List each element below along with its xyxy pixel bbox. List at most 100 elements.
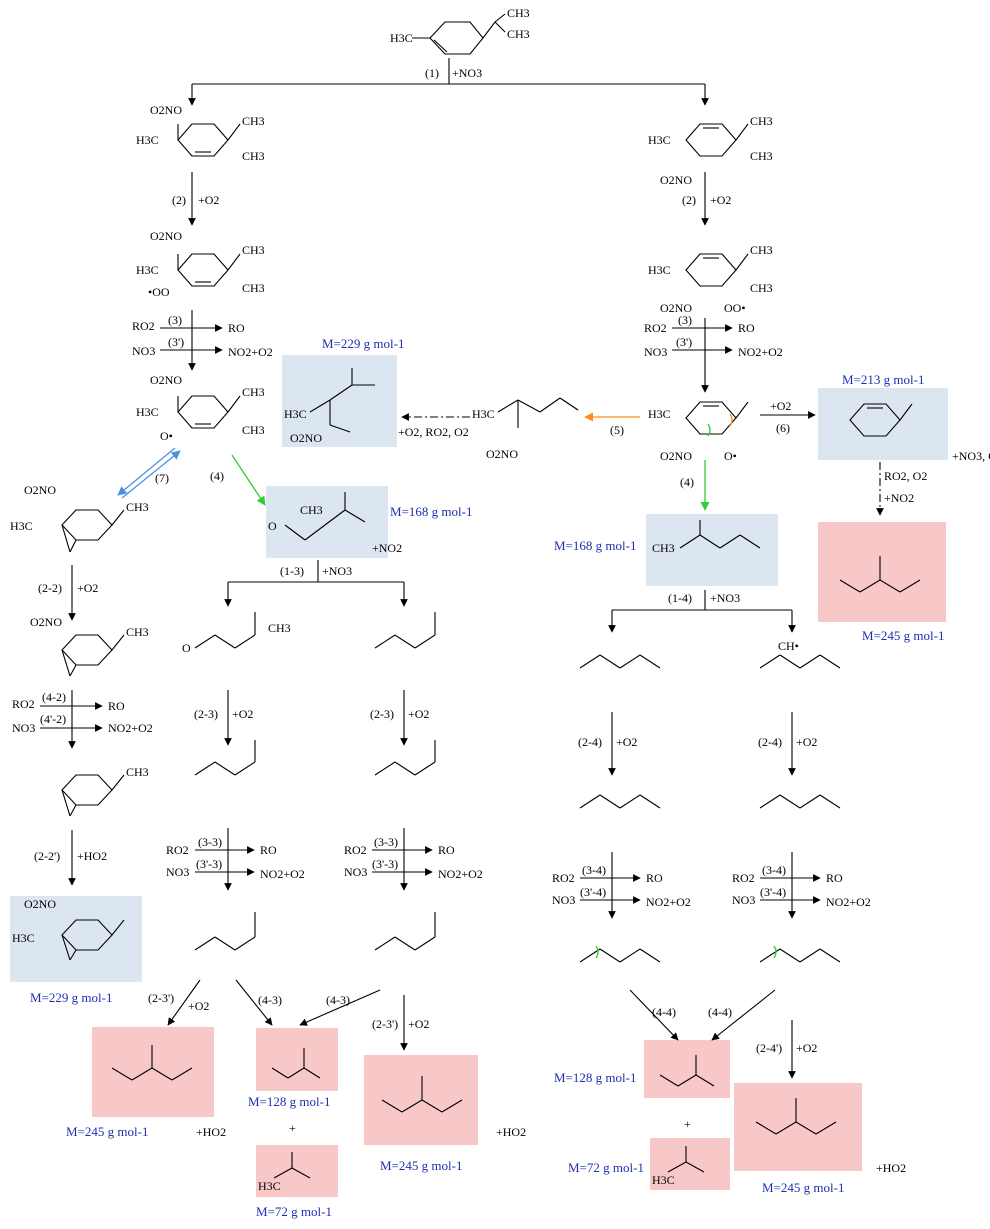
step-label: (6) xyxy=(776,421,790,435)
reagent: RO xyxy=(826,871,843,885)
atom: CH3 xyxy=(750,149,773,163)
step-label: (4-2) xyxy=(42,690,66,704)
molecule-left-peroxy xyxy=(177,253,241,287)
reagent: +NO3 xyxy=(452,66,482,80)
atom: CH3 xyxy=(750,114,773,128)
reagent: +NO2 xyxy=(372,541,402,555)
step-label: (4) xyxy=(680,475,694,489)
atom: H3C xyxy=(136,263,159,277)
reagent: RO2 xyxy=(344,843,367,857)
atom: O2NO xyxy=(24,897,56,911)
step-label: (3-4) xyxy=(762,863,786,877)
atom: O• xyxy=(724,449,737,463)
box-m245-bottom-left xyxy=(92,1027,214,1117)
atom: O2NO xyxy=(660,449,692,463)
mass-label: M=128 g mol-1 xyxy=(554,1070,636,1085)
reagent: RO xyxy=(438,843,455,857)
molecule-right-radical xyxy=(685,123,749,157)
reagent: +O2 xyxy=(198,193,219,207)
atom: CH3 xyxy=(268,621,291,635)
molecule-m245-right-top xyxy=(839,556,921,593)
molecule-m128-right xyxy=(659,1055,715,1087)
atom: O xyxy=(182,641,191,655)
box-m168-left xyxy=(266,486,388,558)
reagent: RO2, O2 xyxy=(884,469,927,483)
molecule-1-4-left-alkoxy xyxy=(579,945,661,963)
molecule-1-3-left-alkoxy xyxy=(194,912,256,951)
reagent: RO xyxy=(108,699,125,713)
atom: H3C xyxy=(472,407,495,421)
molecule-1-3-right-peroxy xyxy=(374,740,436,776)
atom: CH3 xyxy=(242,423,265,437)
molecule-m168-left xyxy=(284,492,366,541)
molecule-right-peroxy xyxy=(685,253,749,287)
molecule-1-4-right-radical xyxy=(759,654,841,669)
step-label: (1) xyxy=(425,66,439,80)
box-m245-right-top xyxy=(818,522,946,622)
arrow-step4-left xyxy=(231,454,266,506)
atom: O• xyxy=(160,429,173,443)
molecule-m229-bottom xyxy=(61,919,125,961)
atom: O2NO xyxy=(150,103,182,117)
molecule-m229-top xyxy=(309,368,375,433)
atom: H3C xyxy=(10,519,33,533)
atom: O2NO xyxy=(486,447,518,461)
reagent: +NO3 xyxy=(710,591,740,605)
step-label: (1-4) xyxy=(668,591,692,605)
atom: CH3 xyxy=(242,281,265,295)
molecule-left-radical xyxy=(177,123,241,157)
atom: H3C xyxy=(258,1179,281,1193)
mass-label: M=229 g mol-1 xyxy=(322,336,404,351)
atom: CH3 xyxy=(242,243,265,257)
reagent: NO2+O2 xyxy=(108,721,153,735)
atom: H3C xyxy=(652,1173,675,1187)
step-label: (2-3') xyxy=(372,1017,398,1031)
reagent: NO2+O2 xyxy=(738,345,783,359)
atom: CH3 xyxy=(507,6,530,20)
molecule-1-3-left-radical xyxy=(194,612,256,649)
reagent: RO2 xyxy=(552,871,575,885)
mass-label: M=229 g mol-1 xyxy=(30,990,112,1005)
box-m229-bottom-left xyxy=(10,896,142,982)
reagent: NO3 xyxy=(12,721,35,735)
box-m245-bottom-right xyxy=(734,1083,862,1171)
atom: CH3 xyxy=(126,625,149,639)
atom: O2NO xyxy=(150,373,182,387)
reagent: NO3 xyxy=(732,893,755,907)
arrow-step7-back xyxy=(121,450,181,499)
molecule-epoxy-radical xyxy=(61,509,125,553)
reagent: +O2 xyxy=(408,1017,429,1031)
atom: CH3 xyxy=(750,243,773,257)
mass-label: M=168 g mol-1 xyxy=(390,504,472,519)
reagent: +HO2 xyxy=(77,849,107,863)
mass-label: M=72 g mol-1 xyxy=(568,1160,644,1175)
step-label: (2) xyxy=(172,193,186,207)
molecule-1-4-right-alkoxy xyxy=(759,945,841,963)
atom: O2NO xyxy=(290,431,322,445)
molecule-right-alkoxy xyxy=(685,401,749,437)
reagent: +HO2 xyxy=(496,1125,526,1139)
atom: CH• xyxy=(778,639,799,653)
step-label: (2-4) xyxy=(758,735,782,749)
reagent: +HO2 xyxy=(876,1161,906,1175)
molecule-m245-mid-right xyxy=(381,1076,463,1113)
step-label: (2) xyxy=(682,193,696,207)
molecule-1-4-left-radical xyxy=(579,654,661,669)
atom: O2NO xyxy=(150,229,182,243)
molecule-m245-bottom-right xyxy=(755,1098,837,1135)
box-m229-left-top xyxy=(282,355,397,447)
molecule-m128-mid xyxy=(271,1048,321,1079)
mass-label: M=128 g mol-1 xyxy=(248,1094,330,1109)
reagent: NO2+O2 xyxy=(438,867,483,881)
reagent: +O2 xyxy=(188,999,209,1013)
molecule-m72-mid xyxy=(273,1152,311,1179)
step-label: (2-3') xyxy=(148,991,174,1005)
box-m128-right xyxy=(644,1040,730,1098)
atom: OO• xyxy=(724,301,746,315)
molecule-terpinene xyxy=(412,13,506,55)
molecule-1-3-right-alkoxy xyxy=(374,912,436,951)
reagent: RO xyxy=(738,321,755,335)
reagent: RO xyxy=(646,871,663,885)
step-label: (3'-4) xyxy=(580,885,606,899)
step-label: (7) xyxy=(155,471,169,485)
